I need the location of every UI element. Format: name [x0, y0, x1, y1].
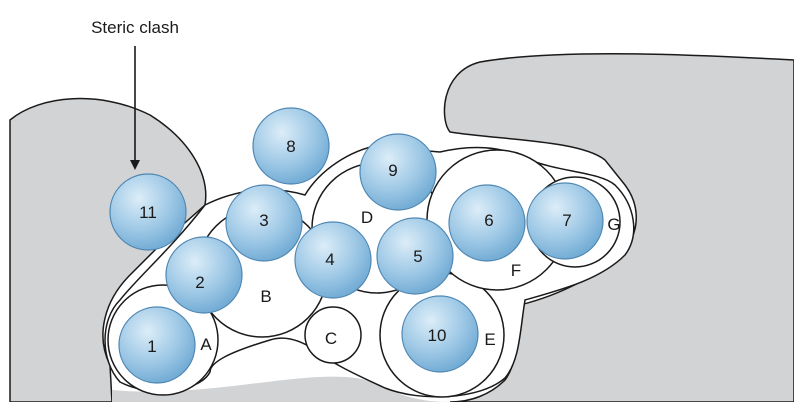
ligand-label-5: 5 [413, 247, 422, 266]
ligand-label-3: 3 [259, 211, 268, 230]
ligand-sphere-2: 2 [165, 236, 243, 314]
ligand-label-1: 1 [147, 337, 156, 356]
ligand-sphere-11: 11 [109, 173, 187, 251]
site-label-d: D [361, 208, 373, 227]
site-label-e: E [484, 330, 495, 349]
ligand-sphere-5: 5 [376, 217, 454, 295]
site-label-b: B [260, 287, 271, 306]
site-label-g: G [607, 215, 620, 234]
ligand-label-8: 8 [286, 137, 295, 156]
ligand-sphere-4: 4 [294, 221, 372, 299]
site-label-a: A [200, 335, 212, 354]
ligand-sphere-8: 8 [252, 107, 330, 185]
receptor-floor [112, 376, 450, 402]
site-circle-c [304, 306, 362, 364]
ligand-label-2: 2 [195, 273, 204, 292]
ligand-label-9: 9 [388, 161, 397, 180]
ligand-sphere-10: 10 [401, 295, 479, 373]
ligand-label-11: 11 [139, 203, 157, 222]
ligand-label-7: 7 [562, 211, 571, 230]
ligand-label-10: 10 [428, 326, 447, 345]
steric-clash-label: Steric clash [91, 18, 179, 37]
site-label-f: F [511, 261, 521, 280]
ligand-sphere-9: 9 [359, 133, 437, 211]
ligand-sphere-1: 1 [118, 306, 196, 384]
ligand-sphere-6: 6 [448, 184, 526, 262]
ligand-label-6: 6 [484, 211, 493, 230]
ligand-sphere-3: 3 [225, 184, 303, 262]
ligand-label-4: 4 [325, 250, 334, 269]
ligand-sphere-7: 7 [526, 182, 604, 260]
site-label-c: C [325, 329, 337, 348]
